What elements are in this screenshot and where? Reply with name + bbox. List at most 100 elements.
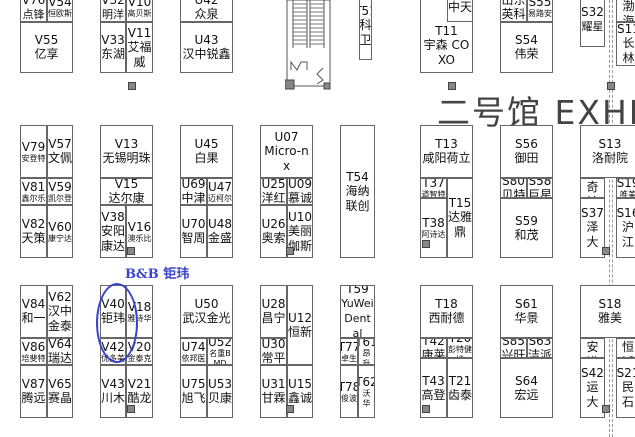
booth-S36[interactable]: S36奇铃: [580, 178, 605, 198]
booth-exhibitor-name: 咸阳荷立: [422, 151, 471, 165]
booth-exhibitor-name: 贝特: [501, 187, 526, 198]
staircase-icon: [285, 0, 331, 90]
booth-S10[interactable]: S10渤海: [616, 0, 635, 22]
booth-exhibitor-name: 甘霖: [261, 391, 286, 405]
booth-V76[interactable]: V76点锋: [20, 0, 47, 22]
booth-exhibitor-name: 汉中锐鑫: [182, 47, 231, 61]
booth-S21[interactable]: S21民石: [616, 358, 635, 418]
booth-S20[interactable]: S20恒派: [616, 338, 635, 358]
booth-V32[interactable]: V32明洋: [100, 0, 126, 22]
booth-中天[interactable]: 中天: [447, 0, 473, 22]
booth-S19[interactable]: S19唯美: [616, 178, 635, 198]
booth-exhibitor-name: 艾福威: [127, 39, 152, 69]
booth-S41[interactable]: S41安诺: [580, 338, 605, 358]
booth-U42[interactable]: U42众泉: [180, 0, 233, 22]
booth-code: S20: [617, 339, 635, 340]
booth-T77[interactable]: T77卓生: [340, 338, 358, 365]
booth-code: V62: [48, 289, 72, 304]
booth-exhibitor-name: 洛耐院: [591, 151, 628, 165]
booth-S11[interactable]: S11长林: [616, 22, 635, 66]
booth-T20[interactable]: T20彭特健桦: [447, 338, 473, 358]
booth-T61[interactable]: T61昂升: [358, 338, 375, 365]
booth-山东[interactable]: 山东英科: [500, 0, 527, 22]
booth-T51[interactable]: T51科卫: [359, 0, 372, 60]
booth-exhibitor-name: 恒新: [288, 324, 313, 339]
booth-S16[interactable]: S16沪江: [616, 198, 635, 258]
booth-exhibitor-name: 洁派: [528, 347, 553, 358]
booth-exhibitor-name: 酷龙: [127, 391, 152, 405]
booth-T78[interactable]: T78俊波: [340, 365, 358, 418]
booth-T62[interactable]: T62沃华: [358, 365, 375, 418]
booth-exhibitor-name: 中津: [181, 191, 206, 205]
booth-code: S19: [616, 178, 635, 190]
